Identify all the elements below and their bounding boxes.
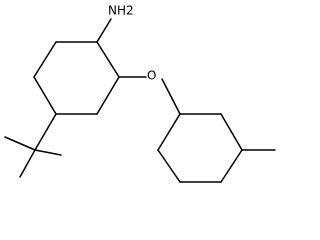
methyl-bond [19, 149, 36, 178]
cyclohexane-ring-bottom [157, 113, 243, 183]
cyclohexane-ring-top [33, 41, 120, 115]
ring-bond [33, 76, 57, 115]
ether-bond-right [161, 78, 181, 115]
ring-bond [33, 41, 57, 78]
ring-bond [96, 41, 120, 78]
ring-bond [220, 113, 243, 151]
ring-bond [220, 149, 243, 183]
amine-label: NH2 [108, 4, 134, 18]
ether-linkage [118, 76, 181, 115]
ring-bond [96, 76, 120, 115]
molecular-structure: NH2 O [4, 4, 276, 183]
methyl-bond [4, 136, 36, 151]
ring-bond [157, 113, 181, 151]
tert-butyl-attach-bond [34, 113, 57, 151]
tert-butyl-group [4, 113, 62, 178]
oxygen-label: O [147, 69, 156, 83]
methyl-bond [34, 149, 62, 156]
amine-bond [96, 18, 112, 43]
ring-bond [157, 149, 181, 183]
